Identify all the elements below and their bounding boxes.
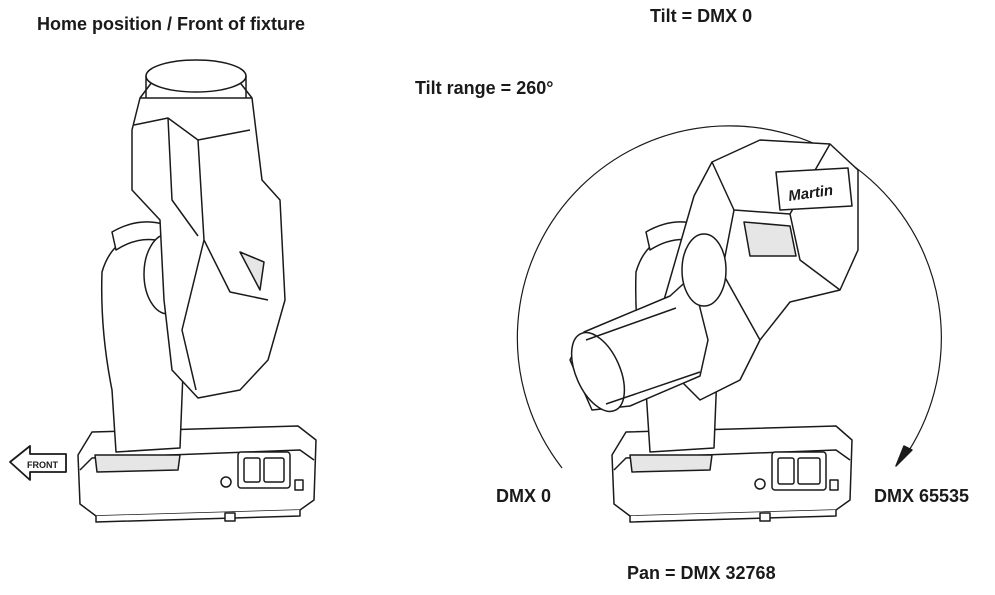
dmx65535-label: DMX 65535: [874, 486, 970, 506]
left-lens: [145, 59, 247, 93]
front-arrow-label: FRONT: [27, 460, 58, 470]
tilt-range-arc: [516, 125, 942, 469]
tilt-dmx0-label: Tilt = DMX 0: [650, 6, 753, 26]
dmx0-label: DMX 0: [496, 486, 552, 506]
tilt-arrowhead-icon: [895, 445, 913, 467]
pan-label: Pan = DMX 32768: [627, 563, 776, 583]
right-lens: [570, 331, 626, 413]
front-arrow-icon: [9, 445, 67, 481]
brand-logo: Martin: [787, 182, 834, 205]
left-fixture: [9, 59, 317, 523]
tilt-range-label: Tilt range = 260°: [415, 78, 554, 98]
home-position-title: Home position / Front of fixture: [37, 14, 305, 34]
right-fixture: Martin: [516, 125, 942, 523]
